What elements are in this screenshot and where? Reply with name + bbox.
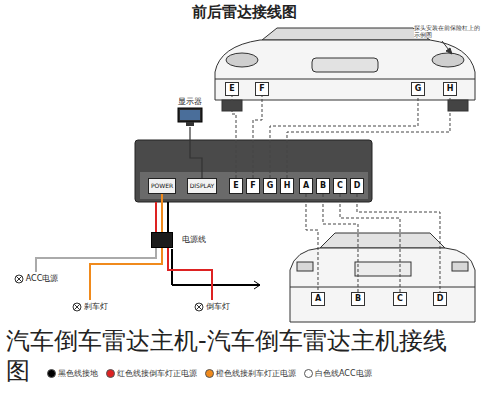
legend-item: 黑色线接地 <box>47 368 98 379</box>
front-sensor: H <box>443 82 458 96</box>
node-text: 电源线 <box>180 234 208 245</box>
legend-text: 白色线ACC电源 <box>315 368 372 379</box>
node-text: E <box>233 181 238 190</box>
rear-sensor: D <box>433 292 448 306</box>
lamp-symbol <box>14 274 24 284</box>
rear-sensor: B <box>351 292 365 306</box>
callout-note: 探头安装在前保险杠上的示例图 <box>414 24 484 38</box>
wire-connector <box>36 248 156 272</box>
power-port: POWER <box>148 178 176 194</box>
wire-connector <box>232 96 236 178</box>
diagram-title: 前后雷达接线图 <box>0 3 488 22</box>
legend-text: 橙色线接刹车灯正电源 <box>216 368 296 379</box>
wire-legend: 黑色线接地 红色线接倒车灯正电源 橙色线接刹车灯正电源 白色线ACC电源 <box>44 367 375 380</box>
acc-power: ACC电源 <box>12 272 61 285</box>
wire-connector <box>323 194 358 292</box>
legend-text: 红色线接倒车灯正电源 <box>117 368 197 379</box>
monitor-icon <box>177 107 203 127</box>
node-text: B <box>320 181 326 190</box>
node-text: 倒车灯 <box>206 301 230 312</box>
node-text: 显示器 <box>177 96 203 107</box>
node-text: H <box>447 84 454 93</box>
sensor-port: B <box>316 178 330 194</box>
front-sensor: F <box>255 82 268 96</box>
display-monitor: 显示器 <box>177 96 203 127</box>
sensor-port: D <box>350 178 365 194</box>
node-text: G <box>267 181 274 190</box>
legend-swatch <box>106 369 115 378</box>
node-text: ACC电源 <box>26 273 59 284</box>
legend-swatch <box>304 369 313 378</box>
reverse-lamp: 倒车灯 <box>192 300 232 313</box>
rear-sensor: A <box>311 292 325 306</box>
caption-text: 汽车倒车雷达主机-汽车倒车雷达主机接线图 <box>6 327 447 385</box>
node-text: DISPLAY <box>190 182 215 189</box>
display-port: DISPLAY <box>187 178 218 194</box>
wire-connector <box>168 248 212 300</box>
legend-item: 白色线ACC电源 <box>304 368 372 379</box>
sensor-port: A <box>299 178 313 194</box>
front-car <box>215 28 475 111</box>
node-text: POWER <box>151 182 173 189</box>
wire-connector <box>253 96 262 178</box>
node-text: A <box>315 294 321 303</box>
legend-swatch <box>47 369 56 378</box>
sensor-port: E <box>229 178 242 194</box>
wire-connector <box>357 194 440 292</box>
wire-connector <box>340 194 400 292</box>
wire-connector <box>287 96 450 178</box>
legend-item: 红色线接倒车灯正电源 <box>106 368 197 379</box>
lamp-symbol <box>194 302 204 312</box>
node-text: C <box>397 294 403 303</box>
wire-connector <box>306 194 318 292</box>
front-sensor: E <box>225 82 238 96</box>
legend-text: 黑色线接地 <box>58 368 98 379</box>
node-text: D <box>437 294 444 303</box>
node-text: F <box>250 181 255 190</box>
brake-lamp: 刹车灯 <box>70 300 110 313</box>
node-text: H <box>284 181 291 190</box>
sensor-port: G <box>263 178 278 194</box>
sensor-port: C <box>333 178 347 194</box>
front-sensor: G <box>411 82 426 96</box>
legend-item: 橙色线接刹车灯正电源 <box>205 368 296 379</box>
wire-connector <box>161 194 163 232</box>
node-text: 刹车灯 <box>84 301 108 312</box>
wire-connector <box>270 96 418 178</box>
caption-box: 汽车倒车雷达主机-汽车倒车雷达主机接线图 <box>6 326 462 386</box>
node-text: D <box>354 181 361 190</box>
node-text: C <box>337 181 343 190</box>
node-text: G <box>415 84 422 93</box>
node-text: F <box>259 84 264 93</box>
node-text: E <box>229 84 234 93</box>
node-text: A <box>303 181 309 190</box>
wire-connector <box>90 248 162 300</box>
sensor-port: H <box>280 178 295 194</box>
node-text: B <box>355 294 361 303</box>
power-connector: 电源线 <box>151 232 173 248</box>
wire-connector <box>190 127 202 178</box>
lamp-symbol <box>72 302 82 312</box>
rear-sensor: C <box>393 292 407 306</box>
sensor-port: F <box>246 178 259 194</box>
legend-swatch <box>205 369 214 378</box>
